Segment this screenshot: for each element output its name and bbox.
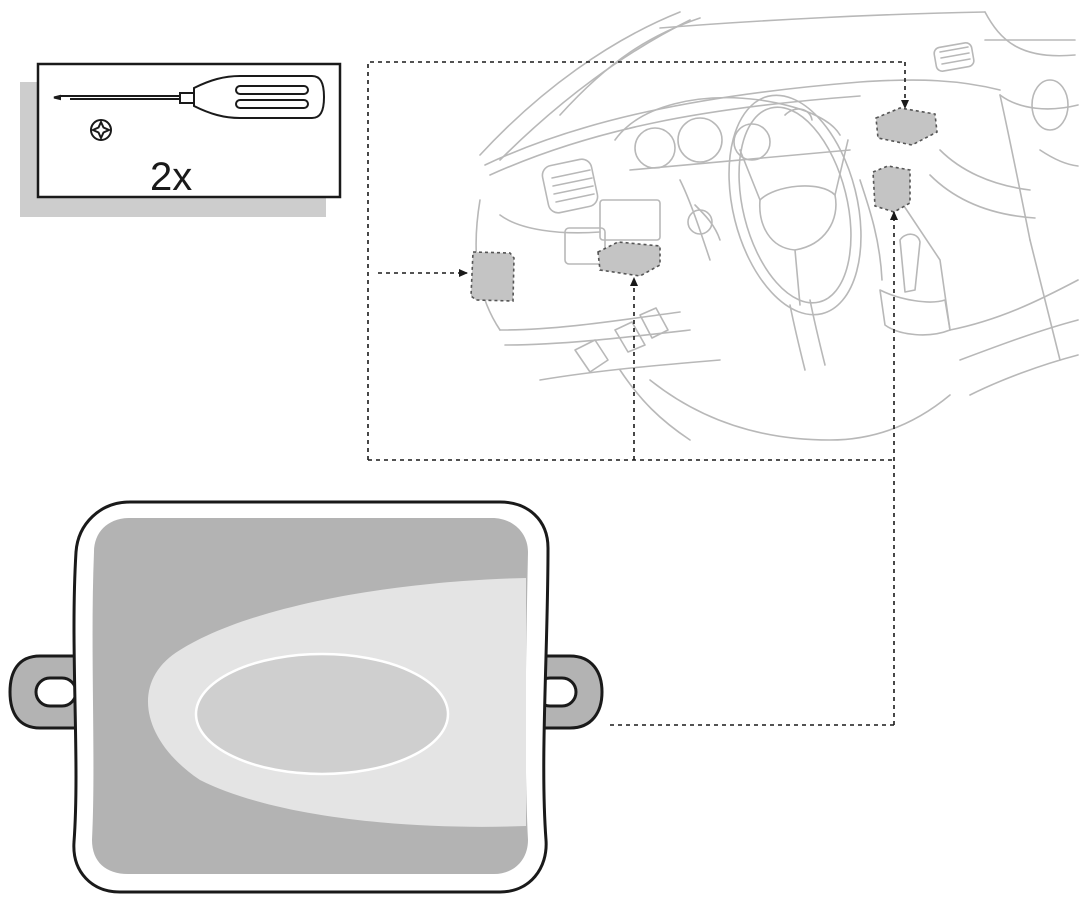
dashed-connector-lines [367,61,909,726]
quantity-label: 2x [150,155,192,199]
car-view-dashed-frame [367,61,905,460]
mounting-locations [470,107,938,302]
under-dash-center-location [597,241,661,277]
right-side-console-location [872,165,911,213]
tool-box: 2x [20,62,342,217]
control-module-icon [8,500,604,894]
control-unit-oval [194,652,450,776]
left-side-panel-location [470,251,515,302]
car-interior-sketch [475,11,1079,441]
phillips-screwdriver-icon [53,75,326,119]
upper-right-dash-location [875,107,938,146]
phillips-screw-head-icon [90,119,112,141]
